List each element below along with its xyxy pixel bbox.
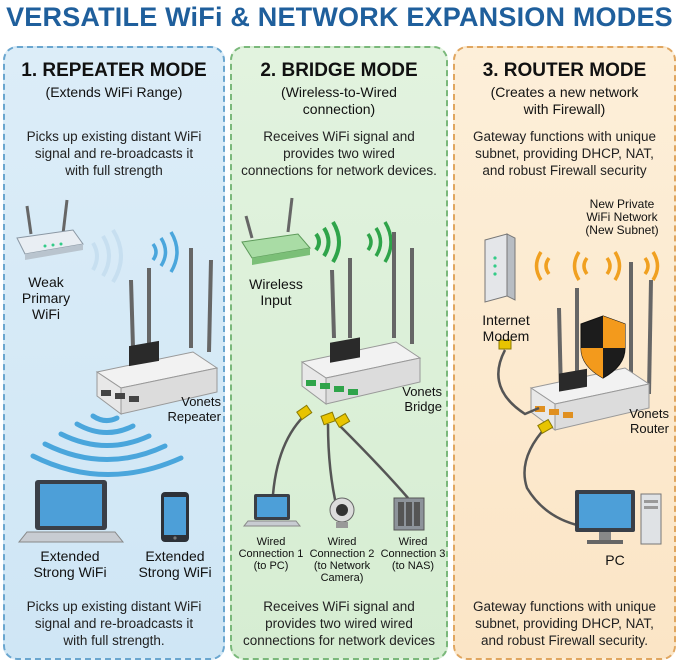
wifi-icon bbox=[366, 221, 393, 263]
laptop-icon bbox=[242, 494, 302, 527]
rj45-plug-icon bbox=[296, 404, 351, 429]
wifi-icon bbox=[534, 251, 660, 281]
pc-tower-icon bbox=[640, 493, 662, 545]
pc-label: PC bbox=[605, 552, 625, 568]
repeater-desc-bottom: Picks up existing distant WiFi signal an… bbox=[26, 599, 202, 648]
rj45-plug-icon bbox=[498, 339, 554, 435]
network-camera-icon bbox=[329, 497, 355, 528]
internet-modem-icon bbox=[484, 233, 516, 303]
ethernet-cables bbox=[497, 349, 582, 528]
wireless-input-router-icon bbox=[241, 197, 311, 265]
laptop-icon bbox=[17, 480, 125, 543]
weak-wifi-icon bbox=[91, 228, 123, 284]
router-heading: 3. ROUTER MODE bbox=[482, 60, 647, 81]
router-illustration bbox=[484, 233, 662, 545]
repeater-heading: 1. REPEATER MODE bbox=[21, 60, 207, 81]
smartphone-icon bbox=[161, 492, 189, 542]
nas-icon bbox=[393, 497, 425, 531]
repeater-mode-panel: 1. REPEATER MODE (Extends WiFi Range) Pi… bbox=[3, 46, 225, 660]
bridge-illustration bbox=[241, 197, 425, 531]
primary-router-icon bbox=[16, 199, 84, 260]
repeater-illustration bbox=[16, 199, 219, 543]
vonets-bridge-device bbox=[300, 232, 422, 405]
vonets-repeater-device bbox=[95, 248, 219, 415]
router-desc-top: Gateway functions with unique subnet, pr… bbox=[472, 129, 657, 178]
firewall-shield-icon bbox=[580, 315, 626, 379]
bridge-desc-top: Receives WiFi signal and provides two wi… bbox=[241, 129, 437, 178]
wifi-icon bbox=[151, 231, 179, 273]
bridge-heading: 2. BRIDGE MODE bbox=[260, 60, 418, 81]
wifi-icon bbox=[314, 220, 341, 264]
vonets-router-device bbox=[529, 262, 653, 431]
router-desc-bottom: Gateway functions with unique subnet, pr… bbox=[472, 599, 657, 648]
repeater-desc-top: Picks up existing distant WiFi signal an… bbox=[26, 129, 202, 178]
bridge-desc-bottom: Receives WiFi signal and provides two wi… bbox=[242, 599, 436, 648]
pc-monitor-icon bbox=[575, 490, 635, 544]
strong-wifi-icon bbox=[30, 413, 184, 477]
page-title: VERSATILE WiFi & NETWORK EXPANSION MODES bbox=[6, 2, 673, 32]
repeater-subtitle: (Extends WiFi Range) bbox=[45, 84, 183, 100]
